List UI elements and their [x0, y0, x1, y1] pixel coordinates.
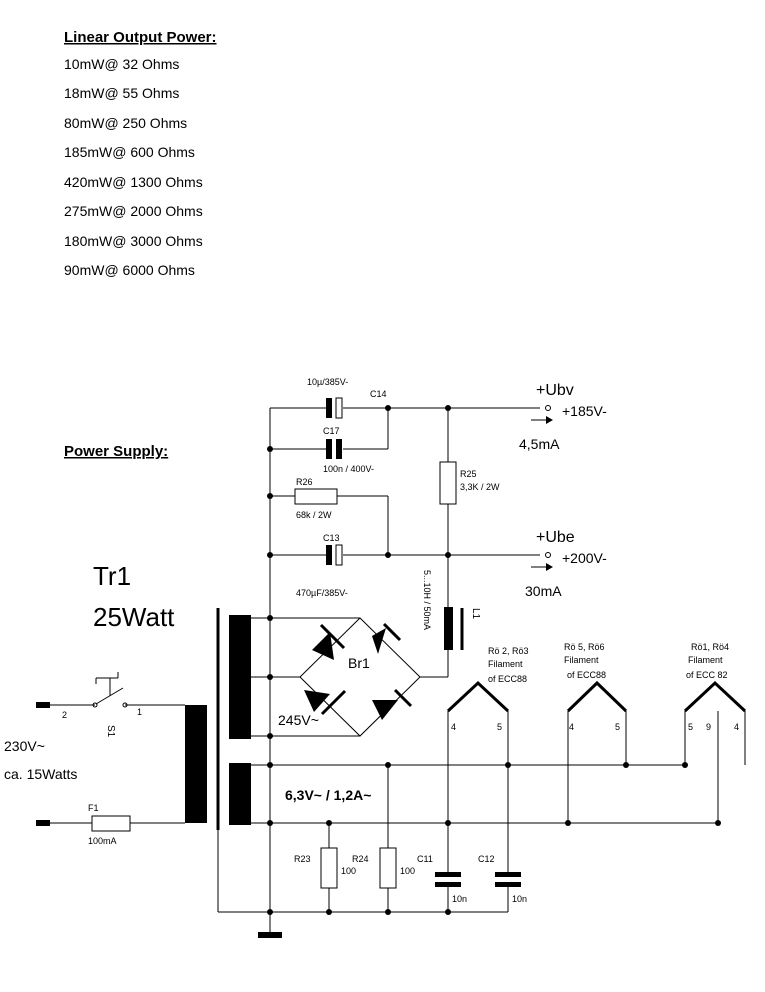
output-power-row-7: 180mW@ 3000 Ohms	[64, 233, 203, 249]
c12-value: 10n	[512, 894, 527, 904]
output-power-row-5: 420mW@ 1300 Ohms	[64, 174, 203, 190]
switch-name: S1	[105, 725, 116, 738]
tube3-pin-b: 4	[734, 722, 739, 732]
tube3-label-1: Rö1, Rö4	[691, 642, 729, 652]
tube1-label-1: Rö 2, Rö3	[488, 646, 529, 656]
ubv-name: +Ubv	[536, 382, 574, 399]
bridge-rectifier-br1	[299, 617, 421, 737]
output-power-row-4: 185mW@ 600 Ohms	[64, 144, 195, 160]
tube2-label-2: Filament	[564, 655, 599, 665]
wiring	[50, 407, 746, 932]
mains-terminal-l	[36, 702, 50, 708]
fuse-f1	[91, 815, 131, 832]
transformer-name: Tr1	[93, 561, 131, 591]
r25-value: 3,3K / 2W	[460, 482, 500, 492]
tube2-pin-a: 4	[569, 722, 574, 732]
r26-name: R26	[296, 477, 313, 487]
c14-name: C14	[370, 389, 387, 399]
capacitor-c13	[326, 544, 343, 566]
transformer-tr1	[185, 608, 251, 830]
ube-name: +Ube	[536, 529, 575, 546]
output-ube	[531, 552, 553, 571]
tube3-label-3: of ECC 82	[686, 670, 728, 680]
output-power-table: Linear Output Power: 10mW@ 32 Ohms 18mW@…	[64, 29, 217, 278]
filament-tube-2	[566, 680, 628, 713]
tube2-pin-b: 5	[615, 722, 620, 732]
mains-terminal-n	[36, 820, 50, 826]
mains-voltage: 230V~	[4, 738, 45, 754]
capacitor-c14	[326, 397, 343, 419]
r24-name: R24	[352, 854, 369, 864]
transformer-rating: 25Watt	[93, 602, 175, 632]
resistor-r24	[379, 847, 397, 889]
output-power-row-3: 80mW@ 250 Ohms	[64, 115, 187, 131]
l1-name: L1	[470, 608, 481, 620]
resistor-r23	[320, 847, 338, 889]
mains-power: ca. 15Watts	[4, 766, 77, 782]
ubv-voltage: +185V-	[562, 403, 607, 419]
output-power-row-6: 275mW@ 2000 Ohms	[64, 203, 203, 219]
capacitor-c17	[326, 439, 342, 459]
filament-secondary-voltage: 6,3V~ / 1,2A~	[285, 787, 371, 803]
choke-l1	[444, 607, 464, 650]
bridge-name: Br1	[348, 655, 370, 671]
c11-value: 10n	[452, 894, 467, 904]
tube1-pin-a: 4	[451, 722, 456, 732]
c17-value: 100n / 400V-	[323, 464, 374, 474]
tube2-label-1: Rö 5, Rö6	[564, 642, 605, 652]
filament-tube-1	[446, 680, 510, 713]
c13-value: 470µF/385V-	[296, 588, 348, 598]
r24-value: 100	[400, 866, 415, 876]
ube-current: 30mA	[525, 583, 562, 599]
r26-value: 68k / 2W	[296, 510, 332, 520]
junctions	[267, 405, 721, 915]
r23-name: R23	[294, 854, 311, 864]
power-supply-heading: Power Supply:	[64, 443, 168, 460]
output-power-row-8: 90mW@ 6000 Ohms	[64, 262, 195, 278]
tube1-pin-b: 5	[497, 722, 502, 732]
output-ubv	[531, 405, 553, 424]
switch-s1	[92, 672, 128, 708]
switch-pin-b: 1	[137, 707, 142, 717]
fuse-value: 100mA	[88, 836, 117, 846]
ubv-current: 4,5mA	[519, 436, 560, 452]
switch-pin-a: 2	[62, 710, 67, 720]
fuse-name: F1	[88, 803, 99, 813]
output-power-row-2: 18mW@ 55 Ohms	[64, 85, 179, 101]
capacitor-c12	[495, 872, 521, 887]
resistor-r26	[294, 488, 338, 505]
ground-terminal	[258, 932, 282, 938]
tube1-label-3: of ECC88	[488, 674, 527, 684]
r23-value: 100	[341, 866, 356, 876]
tube3-pin-a: 5	[688, 722, 693, 732]
resistor-r25	[439, 461, 457, 505]
c13-name: C13	[323, 533, 340, 543]
tube3-label-2: Filament	[688, 655, 723, 665]
r25-name: R25	[460, 469, 477, 479]
labels: Tr1 25Watt 230V~ ca. 15Watts 2 1 S1 F1 1…	[4, 377, 739, 904]
ube-voltage: +200V-	[562, 550, 607, 566]
tube2-label-3: of ECC88	[567, 670, 606, 680]
output-power-heading: Linear Output Power:	[64, 29, 217, 46]
filament-tube-3	[683, 680, 747, 713]
output-power-row-1: 10mW@ 32 Ohms	[64, 56, 179, 72]
c14-value: 10µ/385V-	[307, 377, 348, 387]
c17-name: C17	[323, 426, 340, 436]
capacitor-c11	[435, 872, 461, 887]
l1-value: 5...10H / 50mA	[422, 570, 432, 630]
tube3-pin-mid: 9	[706, 722, 711, 732]
hv-secondary-voltage: 245V~	[278, 712, 319, 728]
c12-name: C12	[478, 854, 495, 864]
c11-name: C11	[417, 854, 433, 864]
tube1-label-2: Filament	[488, 659, 523, 669]
